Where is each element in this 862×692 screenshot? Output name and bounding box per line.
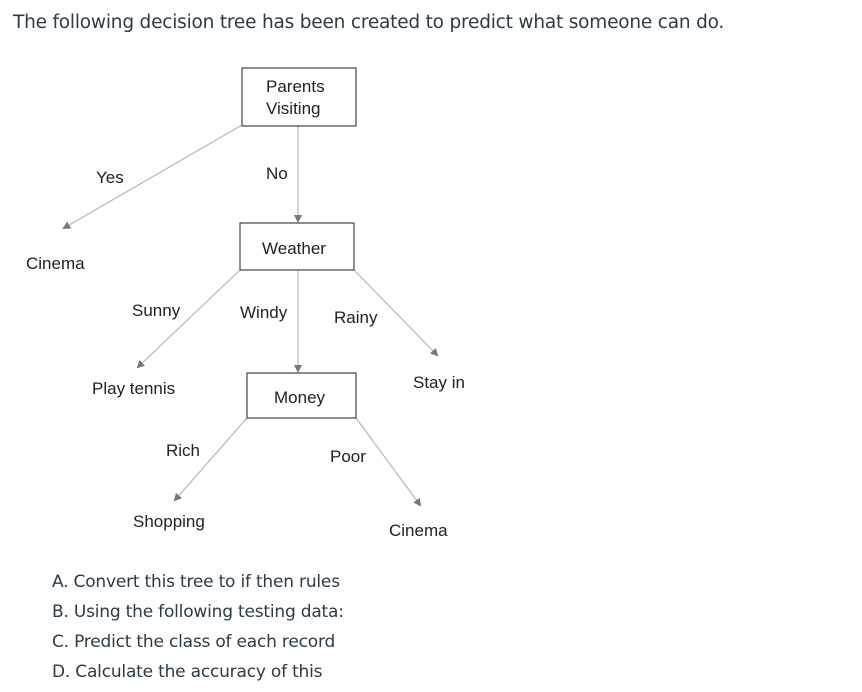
leaf-shopping: Shopping (133, 512, 205, 531)
question-c: C. Predict the class of each record (52, 632, 336, 652)
node-money: Money (246, 372, 357, 419)
branch-yes (62, 124, 243, 230)
edge-label-no: No (266, 164, 288, 183)
branch-poor (355, 417, 422, 507)
branch-rainy (353, 269, 439, 357)
question-list: A. Convert this tree to if then rules B.… (52, 570, 344, 690)
question-b: B. Using the following testing data: (52, 602, 344, 622)
edge-label-rich: Rich (166, 441, 200, 460)
node-parents-visiting-line1: Parents (266, 77, 325, 96)
edge-label-windy: Windy (240, 303, 288, 322)
branch-sunny (136, 269, 241, 369)
node-parents-visiting-line2: Visiting (266, 99, 321, 118)
leaf-play-tennis: Play tennis (92, 379, 175, 398)
leaf-cinema-top: Cinema (26, 254, 85, 273)
branch-rich (173, 417, 248, 502)
node-weather: Weather (239, 222, 355, 271)
edge-label-sunny: Sunny (132, 301, 181, 320)
intro-text: The following decision tree has been cre… (13, 12, 725, 33)
edge-label-yes: Yes (96, 168, 124, 187)
node-weather-label: Weather (262, 239, 326, 258)
leaf-cinema-bottom: Cinema (389, 521, 448, 540)
node-money-label: Money (274, 388, 326, 407)
edge-label-rainy: Rainy (334, 308, 378, 327)
question-d: D. Calculate the accuracy of this (52, 662, 323, 682)
edge-label-poor: Poor (330, 447, 366, 466)
question-a: A. Convert this tree to if then rules (52, 572, 340, 592)
leaf-stay-in: Stay in (413, 373, 465, 392)
node-parents-visiting: Parents Visiting (241, 67, 357, 127)
